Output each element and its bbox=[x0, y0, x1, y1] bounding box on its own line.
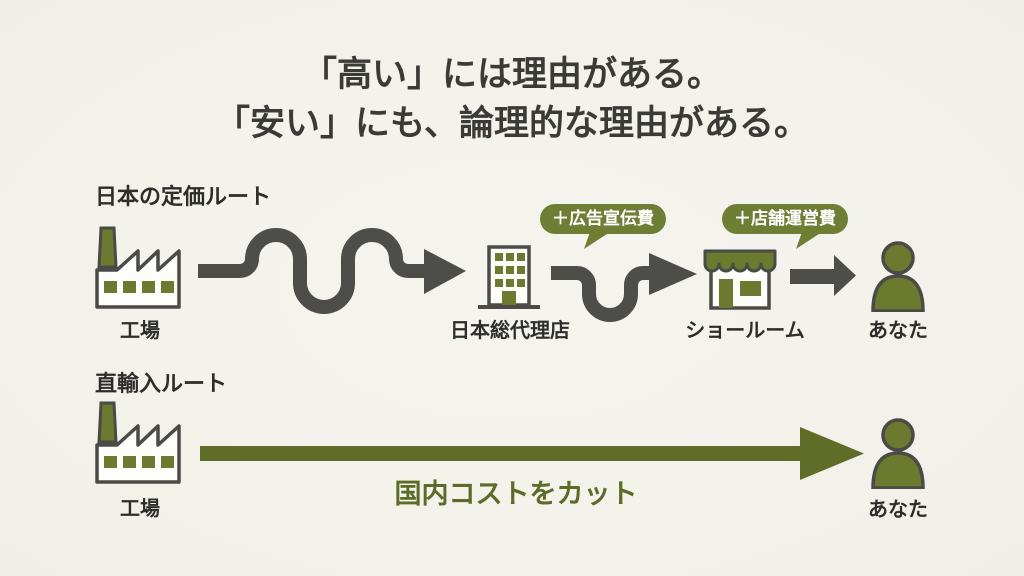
straight-arrow-icon bbox=[790, 255, 856, 296]
person-icon bbox=[871, 418, 925, 489]
cost-badge-store-ops-label: ＋店舗運営費 bbox=[722, 204, 848, 234]
page-title: 「高い」には理由がある。 「安い」にも、論理的な理由がある。 bbox=[0, 50, 1024, 148]
factory-icon bbox=[95, 401, 181, 484]
speech-bubble-tail-icon bbox=[796, 232, 822, 249]
office-building-icon bbox=[478, 245, 540, 309]
route-direct-label: 直輸入ルート bbox=[95, 371, 228, 396]
factory-icon bbox=[95, 226, 181, 309]
cost-badge-advertising: ＋広告宣伝費 bbox=[540, 204, 666, 252]
factory-label: 工場 bbox=[120, 320, 160, 342]
speech-bubble-tail-icon bbox=[584, 232, 610, 249]
squiggle-arrow-small-icon bbox=[551, 253, 697, 322]
distributor-label: 日本総代理店 bbox=[450, 320, 570, 342]
consumer-label: あなた bbox=[868, 320, 928, 342]
showroom-label: ショールーム bbox=[685, 320, 805, 342]
consumer-label: あなた bbox=[868, 499, 928, 521]
direct-arrow-caption: 国内コストをカット bbox=[394, 479, 638, 509]
storefront-icon bbox=[703, 249, 777, 310]
squiggle-arrow-icon bbox=[198, 228, 466, 314]
route-regular-label: 日本の定価ルート bbox=[95, 184, 272, 209]
title-line-1: 「高い」には理由がある。 bbox=[301, 55, 722, 94]
title-line-2: 「安い」にも、論理的な理由がある。 bbox=[215, 104, 809, 143]
factory-label: 工場 bbox=[120, 498, 160, 520]
cost-badge-store-ops: ＋店舗運営費 bbox=[722, 204, 848, 252]
direct-arrow-icon bbox=[200, 427, 864, 480]
person-icon bbox=[871, 241, 925, 312]
cost-badge-advertising-label: ＋広告宣伝費 bbox=[540, 204, 666, 234]
